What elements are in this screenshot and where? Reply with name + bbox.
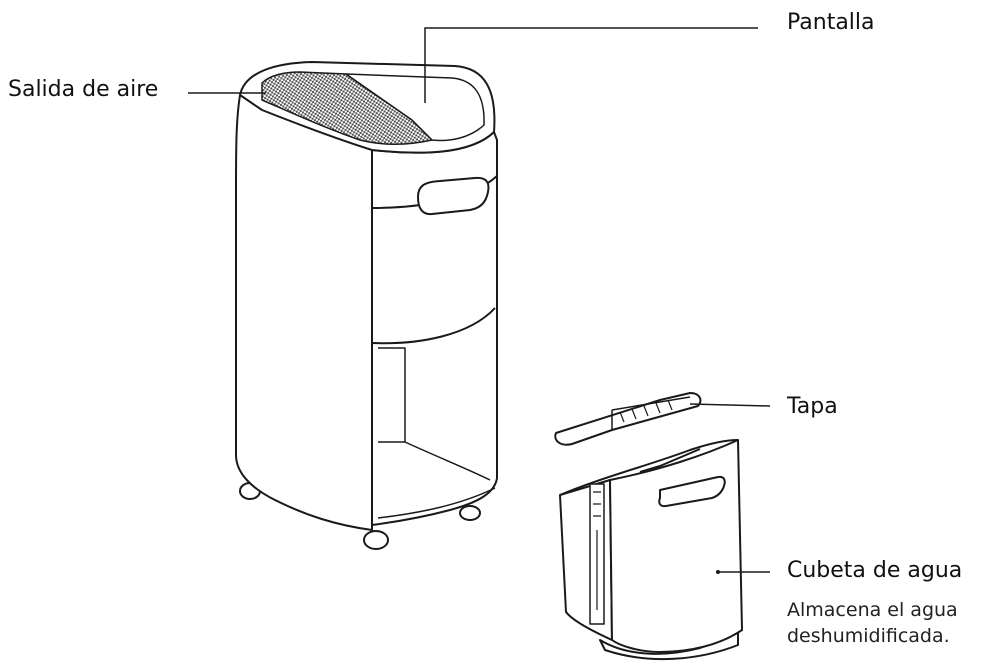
leader-tapa <box>689 403 771 407</box>
leader-pantalla <box>424 27 758 103</box>
label-cubeta-de-agua: Cubeta de agua <box>787 558 963 583</box>
leader-lines <box>188 27 771 573</box>
label-salida-de-aire: Salida de aire <box>8 77 159 102</box>
air-outlet-grille <box>261 71 433 145</box>
cubeta-description-line2: deshumidificada. <box>787 625 950 647</box>
water-tank <box>559 439 743 661</box>
handle-recess <box>417 176 490 216</box>
cubeta-description: Almacena el agua deshumidificada. <box>787 597 958 649</box>
cubeta-description-line1: Almacena el agua <box>787 599 958 621</box>
caster-right <box>459 505 481 521</box>
leader-dot <box>716 570 720 574</box>
tank-bottom-rim <box>599 631 739 661</box>
tank-seam <box>371 307 496 345</box>
display-panel <box>345 73 485 142</box>
tank-front-face <box>609 439 743 653</box>
label-pantalla: Pantalla <box>787 10 875 35</box>
tank-lid <box>554 392 702 446</box>
tank-handle <box>658 475 726 508</box>
tank-top-rim <box>559 439 739 496</box>
label-tapa: Tapa <box>787 394 838 419</box>
caster-front <box>363 530 389 550</box>
base-edge <box>377 487 496 519</box>
left-side-panel <box>235 94 373 531</box>
dehumidifier-unit <box>235 61 498 550</box>
tank-cavity <box>378 347 491 481</box>
